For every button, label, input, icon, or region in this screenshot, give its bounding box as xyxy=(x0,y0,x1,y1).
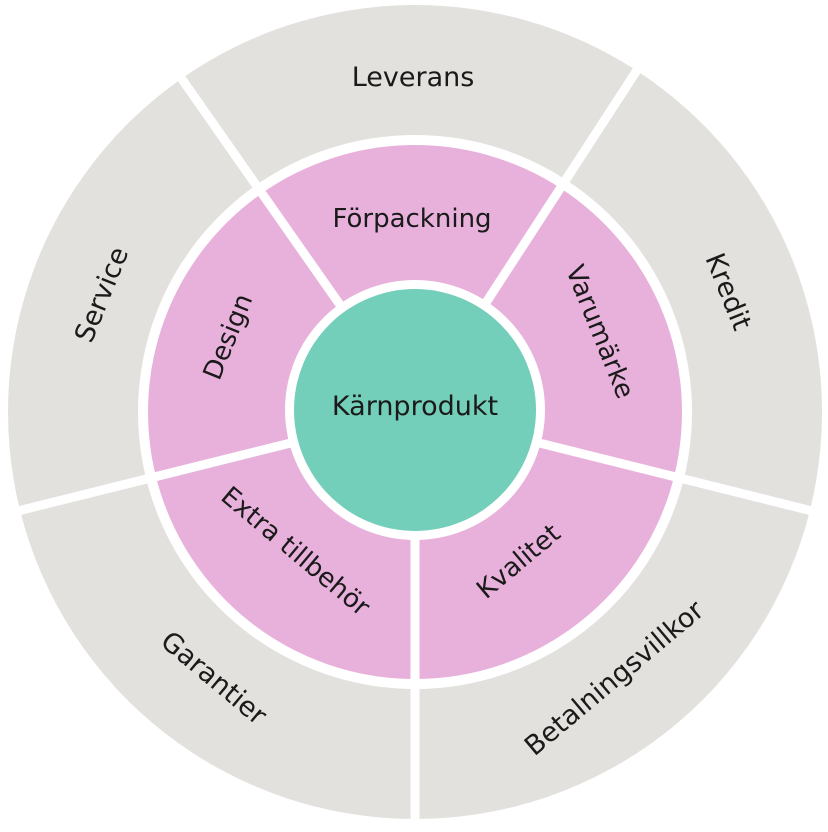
core-label: Kärnprodukt xyxy=(332,391,498,422)
outer-segment-service xyxy=(8,78,257,511)
outer-segment-betalningsvillkor xyxy=(415,479,810,819)
outer-segment-leverans xyxy=(181,4,637,186)
segment-separator-4 xyxy=(6,431,320,518)
middle-segment-0 xyxy=(261,145,561,314)
middle-segment-1 xyxy=(480,188,683,477)
middle-segment-4 xyxy=(148,193,347,477)
segment-separator-0 xyxy=(170,65,362,333)
middle-segment-3 xyxy=(155,441,416,679)
outer-segment-kredit xyxy=(565,70,822,511)
middle-segment-2 xyxy=(415,441,675,679)
segment-separator-2 xyxy=(510,431,824,518)
outer-label-leverans: Leverans xyxy=(352,62,475,93)
segment-separator-1 xyxy=(465,57,648,331)
outer-segment-garantier xyxy=(20,479,416,819)
core-circle xyxy=(294,289,536,531)
middle-label-forpackning: Förpackning xyxy=(332,204,491,234)
